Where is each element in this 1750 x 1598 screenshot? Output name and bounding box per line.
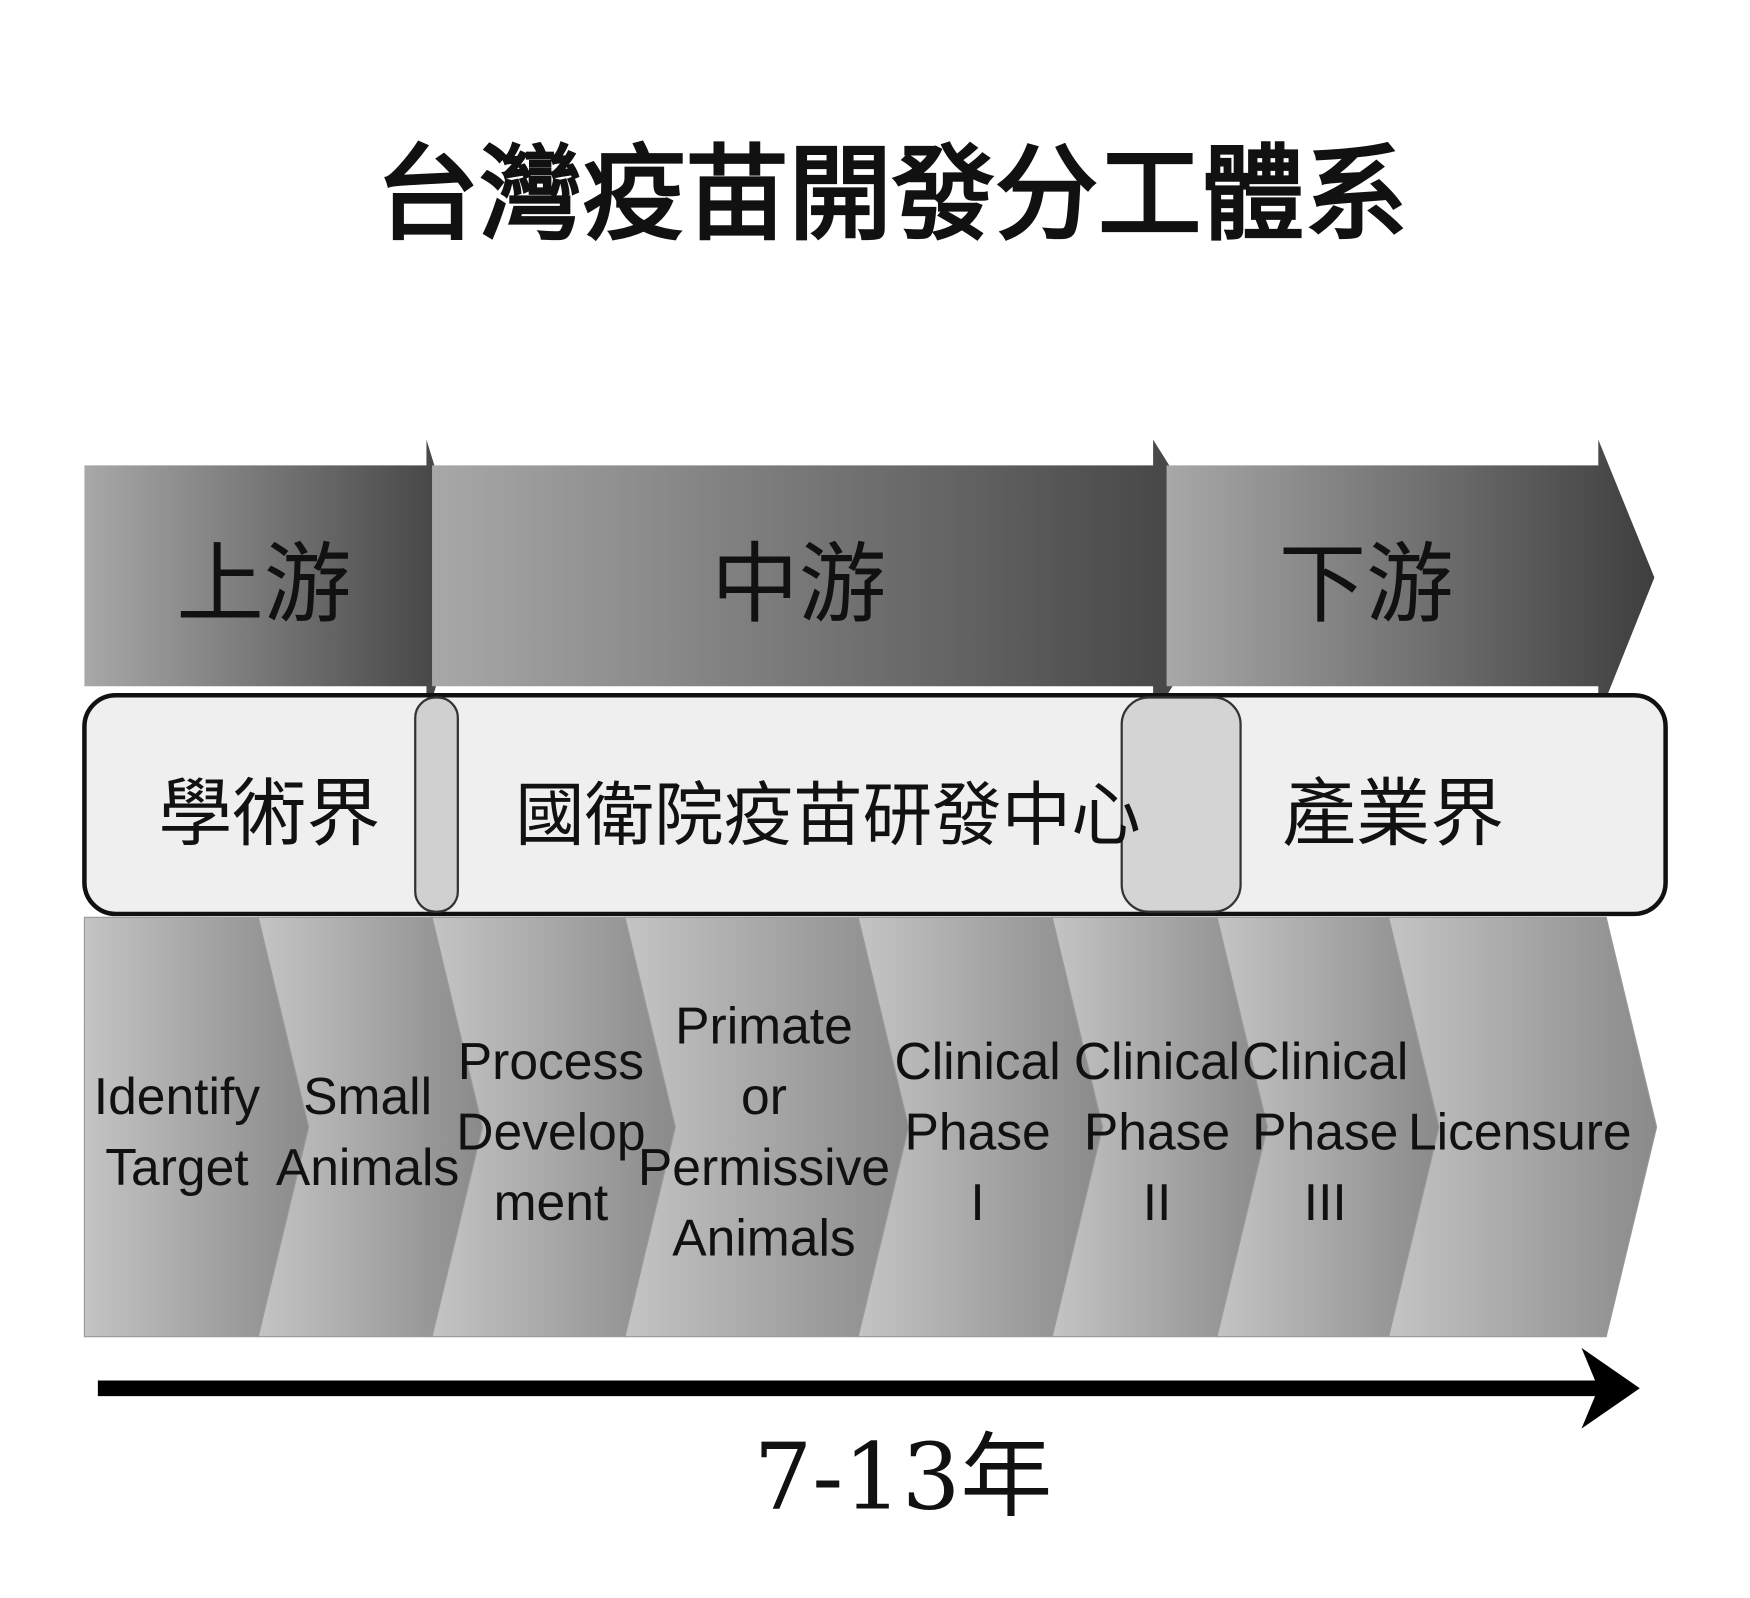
stage-arrows: 上游 中游 下游	[84, 439, 1655, 718]
timeline-label: 7-13年	[754, 1423, 1052, 1530]
step-label: Clinical	[1074, 1032, 1240, 1090]
step-label: Process	[458, 1032, 644, 1090]
step-label: Primate	[675, 996, 853, 1054]
sector-band: 學術界 國衛院疫苗研發中心 產業界	[82, 693, 1668, 917]
sector-overlap	[1120, 696, 1242, 913]
step-label: ment	[494, 1173, 609, 1231]
step-label: Clinical	[894, 1032, 1060, 1090]
step-chevron	[1387, 916, 1658, 1338]
step-label: Phase	[1252, 1102, 1398, 1160]
timeline-arrow	[97, 1347, 1640, 1429]
stage-arrow	[432, 439, 1240, 718]
step-label: Phase	[904, 1102, 1050, 1160]
step-label: Phase	[1084, 1102, 1230, 1160]
step-label: Small	[303, 1067, 432, 1125]
page-title: 台灣疫苗開發分工體系	[376, 134, 1408, 255]
step-label: Licensure	[1408, 1102, 1632, 1160]
sector-divider	[414, 696, 459, 913]
stage-label: 下游	[1279, 534, 1454, 636]
sector-academia: 學術界	[158, 771, 380, 857]
sector-industry: 產業界	[1282, 771, 1504, 857]
stage-label: 上游	[176, 534, 351, 636]
step-label: Clinical	[1242, 1032, 1408, 1090]
step-label: or	[741, 1067, 787, 1125]
step-label: Animals	[672, 1208, 855, 1266]
stage-arrow	[84, 439, 470, 718]
step-label: II	[1143, 1173, 1172, 1231]
stage-label: 中游	[711, 534, 886, 636]
step-label: III	[1304, 1173, 1347, 1231]
step-label: Develop	[456, 1102, 645, 1160]
step-label: Identify	[94, 1067, 261, 1125]
sector-nhri: 國衛院疫苗研發中心	[515, 775, 1141, 856]
step-label: I	[970, 1173, 984, 1231]
step-label: Permissive	[638, 1138, 890, 1196]
stage-arrow	[1166, 439, 1655, 718]
step-label: Target	[105, 1138, 248, 1196]
step-label: Animals	[276, 1138, 459, 1196]
